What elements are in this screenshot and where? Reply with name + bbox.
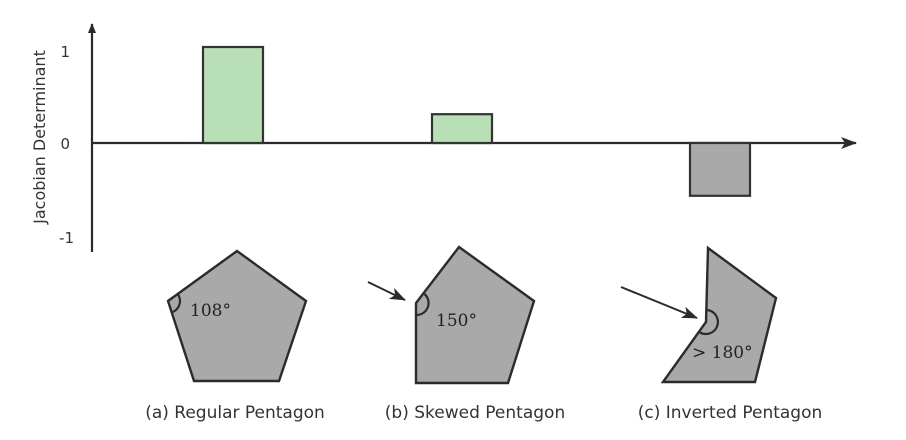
- bar-2: [430, 113, 494, 145]
- bar-3: [688, 141, 752, 197]
- bar-1: [201, 45, 265, 145]
- angle-marker: [171, 293, 182, 314]
- caption-regular-pentagon: (a) Regular Pentagon: [145, 403, 325, 423]
- caption-skewed-pentagon: (b) Skewed Pentagon: [385, 403, 565, 423]
- angle-label: > 180°: [692, 343, 753, 363]
- y-axis-label: Jacobian Determinant: [30, 50, 49, 225]
- regular-pentagon-illustration: 108°: [166, 249, 308, 383]
- y-tick-label: -1: [59, 229, 74, 247]
- skewed-pentagon-shape: [414, 245, 536, 385]
- angle-marker: [698, 308, 719, 336]
- angle-label: 108°: [190, 301, 231, 321]
- pointer-arrow: [620, 286, 698, 319]
- inverted-pentagon-illustration: > 180°: [620, 245, 778, 384]
- y-tick-label: 1: [60, 43, 70, 61]
- pointer-arrow: [367, 281, 406, 301]
- bars-group: [201, 45, 752, 197]
- y-tick-label: 0: [60, 135, 70, 153]
- angle-marker: [415, 293, 430, 317]
- regular-pentagon-shape: [166, 249, 308, 383]
- skewed-pentagon-illustration: 150°: [367, 245, 536, 385]
- inverted-pentagon-shape: [660, 245, 778, 384]
- caption-inverted-pentagon: (c) Inverted Pentagon: [638, 403, 823, 423]
- angle-label: 150°: [436, 311, 477, 331]
